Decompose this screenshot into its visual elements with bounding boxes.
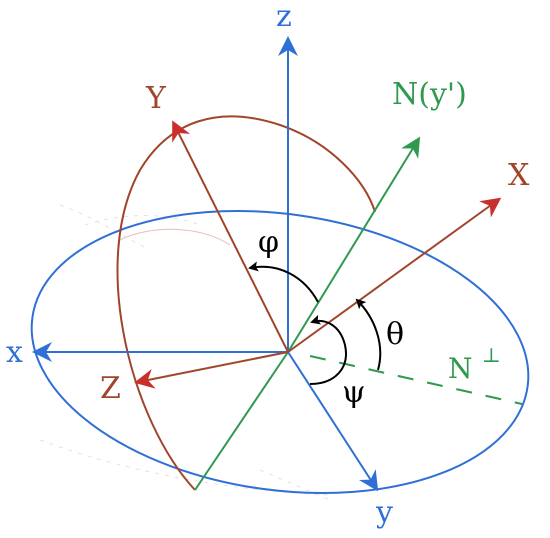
node-axis-N [287,136,421,353]
label-z: z [276,0,292,34]
label-X: X [508,158,530,193]
faint-background-traces [39,204,331,501]
XY-plane-ellipse [116,115,376,491]
Z-axis-rotated [134,351,289,389]
label-phi: φ [258,225,279,260]
label-perp-symbol: ⊥ [482,343,501,367]
label-Y: Y [145,81,167,116]
label-Z: Z [100,371,121,406]
xy-plane-ellipse [30,209,530,495]
X-axis-rotated [287,197,502,353]
phi-angle-arc [248,261,319,303]
label-psi: ψ [342,375,366,410]
theta-angle-arc [355,298,382,371]
label-theta: θ [386,317,404,352]
y-axis [287,351,379,492]
label-N-perp: N [448,352,473,385]
XY-plane-faint-inner [119,228,231,246]
Y-axis-rotated [172,120,289,353]
label-N: N(y') [392,77,467,112]
psi-angle-arc [309,314,347,385]
label-x: x [6,335,23,370]
label-y: y [375,495,393,530]
node-line-back [194,351,289,491]
XY-plane-ellipse-lower [300,212,376,345]
